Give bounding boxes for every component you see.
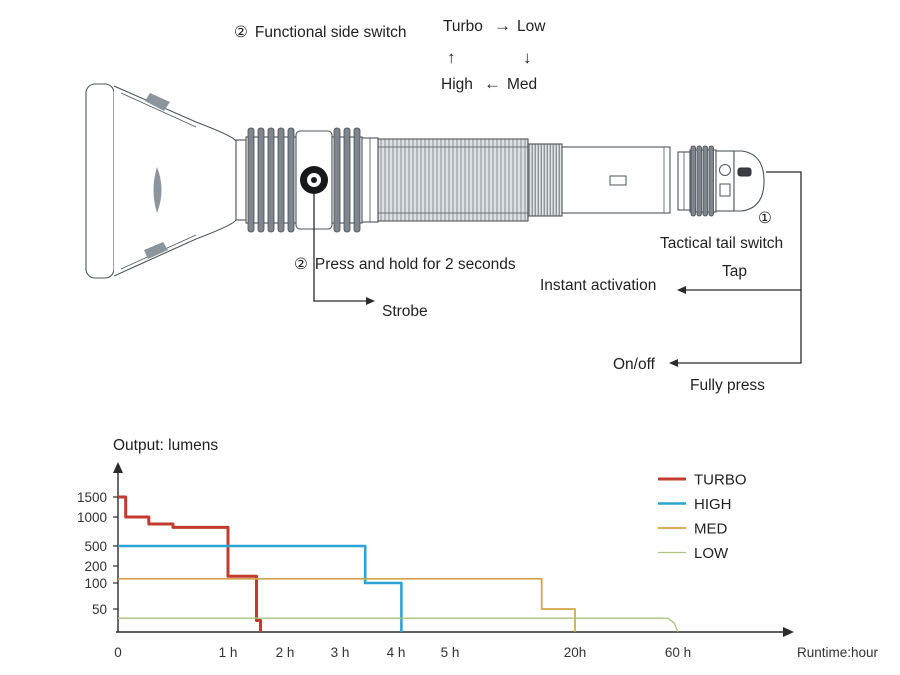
x-tick-label: 2 h xyxy=(276,645,295,660)
annotation-lines xyxy=(313,171,802,367)
y-tick-label: 200 xyxy=(84,559,107,574)
y-axis-ticks: 1500 1000 500 200 100 50 xyxy=(77,490,118,617)
chart-legend: TURBO HIGH MED LOW xyxy=(658,472,747,562)
x-tick-label: 60 h xyxy=(665,645,691,660)
series-line-low xyxy=(118,617,679,633)
tail-dome xyxy=(733,150,765,212)
legend-label-low: LOW xyxy=(694,545,729,562)
press-hold-label: ② Press and hold for 2 seconds xyxy=(294,256,516,273)
flashlight-drawing xyxy=(85,83,765,279)
strobe-label: Strobe xyxy=(382,303,428,320)
x-axis-ticks: 0 1 h 2 h 3 h 4 h 5 h 20h 60 h xyxy=(114,645,691,660)
legend-label-med: MED xyxy=(694,521,728,538)
y-tick-label: 500 xyxy=(84,539,107,554)
flashlight-neck xyxy=(235,127,297,233)
tail-cap xyxy=(677,145,765,217)
arrow-turbo-to-low-icon: → xyxy=(494,16,511,35)
legend-label-turbo: TURBO xyxy=(694,472,747,489)
fully-press-label: Fully press xyxy=(690,377,765,394)
tail-switch-slot xyxy=(737,167,752,177)
side-switch-module xyxy=(295,130,333,230)
chart-series-lines xyxy=(118,495,679,633)
flashlight-fins-rear xyxy=(331,127,379,233)
series-line-med xyxy=(118,577,576,632)
press-hold-text: Press and hold for 2 seconds xyxy=(315,256,516,273)
head-reflection-bottom xyxy=(144,242,168,259)
chart-axes xyxy=(113,462,794,637)
flashlight-head xyxy=(85,83,237,279)
y-tick-label: 1000 xyxy=(77,510,107,525)
x-tick-label: 20h xyxy=(564,645,587,660)
annotations: ② Functional side switch Turbo → Low ↑ ↓ … xyxy=(234,16,783,394)
tail-detail-circle xyxy=(719,164,731,176)
side-switch-label: ② Functional side switch xyxy=(234,24,407,41)
head-reflection-top xyxy=(145,93,170,111)
tail-detail-rect xyxy=(719,183,731,197)
arrow-high-to-turbo-icon: ↑ xyxy=(447,48,456,67)
chart-title: Output: lumens xyxy=(113,437,218,454)
arrow-med-to-high-icon: ← xyxy=(484,74,501,93)
x-tick-label: 4 h xyxy=(387,645,406,660)
x-tick-label: 0 xyxy=(114,645,122,660)
arrow-low-to-med-icon: ↓ xyxy=(523,48,532,67)
head-reflection-mid xyxy=(153,167,162,213)
tap-label: Tap xyxy=(722,263,747,280)
series-line-turbo xyxy=(118,495,262,632)
y-tick-label: 100 xyxy=(84,576,107,591)
press-hold-number: ② xyxy=(294,256,308,273)
runtime-axis-label: Runtime:hour xyxy=(797,645,879,660)
x-tick-label: 5 h xyxy=(441,645,460,660)
side-switch-label-text: Functional side switch xyxy=(255,24,407,41)
y-tick-label: 50 xyxy=(92,602,107,617)
on-off-label: On/off xyxy=(613,356,656,373)
x-tick-label: 1 h xyxy=(219,645,238,660)
instant-activation-label: Instant activation xyxy=(540,277,656,294)
side-switch-number: ② xyxy=(234,24,248,41)
mode-high: High xyxy=(441,76,473,93)
mode-med: Med xyxy=(507,76,537,93)
series-line-high xyxy=(118,544,403,632)
y-tick-label: 1500 xyxy=(77,490,107,505)
mode-cycle: Turbo → Low ↑ ↓ High ← Med xyxy=(441,16,546,93)
tail-switch-label: Tactical tail switch xyxy=(660,235,783,252)
mode-turbo: Turbo xyxy=(443,18,483,35)
mode-low: Low xyxy=(517,18,546,35)
tail-switch-number: ① xyxy=(758,210,772,227)
x-tick-label: 3 h xyxy=(331,645,350,660)
body-engraving xyxy=(609,175,627,186)
legend-label-high: HIGH xyxy=(694,496,732,513)
runtime-chart: Output: lumens 1500 1000 500 200 100 50 0 1 h 2… xyxy=(77,437,879,660)
flashlight-body xyxy=(377,138,671,222)
